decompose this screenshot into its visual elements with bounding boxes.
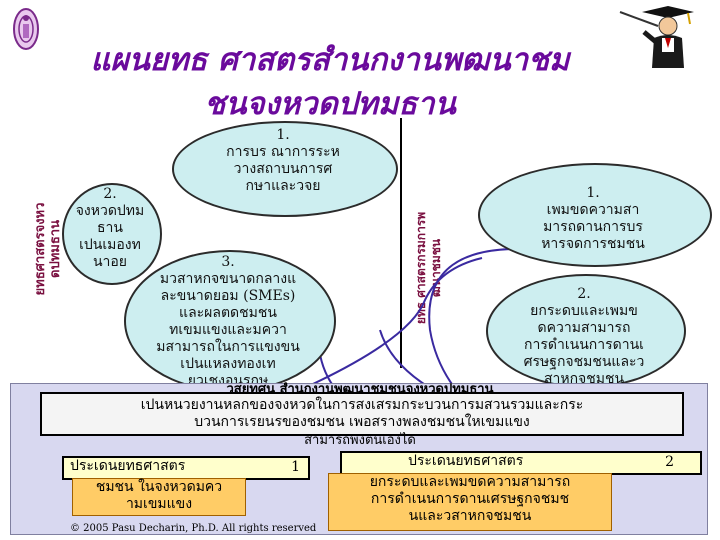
bubble-line: เปนเมองท [79,237,141,253]
bubble-line: 1. [586,185,600,201]
bubble-left-2-text: 2. จงหวดปทม ธาน เปนเมองท นาอย [64,186,156,271]
graduate-pointer-icon [618,2,708,74]
bubble-line: ศรษฐกจชมชนและว [523,354,645,370]
bubble-line: หารจดการชมชน [541,236,645,252]
bubble-line: การบร ณาการระห [226,144,340,160]
bubble-line: ดความสามารถ [537,320,631,336]
vision-line: บวนการเรยนรของชมชน เพอสรางพลงชมชนใหเขมแข… [194,414,530,430]
bubble-line: ละขนาดยอม (SMEs) [160,288,296,304]
page-title: แผนยทธ ศาสตรสำนกงานพฒนาชม [90,42,570,78]
strategy-1-body: ชมชน ในจงหวดมคว ามเขมแขง [72,478,246,516]
strategy-1-body-line: ามเขมแขง [125,496,193,512]
bubble-line: นาอย [92,254,128,270]
bubble-top-center [172,121,398,217]
bubble-line: และผลตดชมชน [179,305,277,321]
bubble-line: จงหวดปทม [75,203,145,219]
bubble-line: การดำเนนการดานเ [524,337,644,353]
bubble-line: ทเขมแขงและมควา [169,322,287,338]
strategy-2-header: ประเดนยทธศาสตร 2 [340,451,702,475]
bubble-line: ธาน [97,220,123,236]
bubble-line: เปนแหลงทองเท [180,356,276,372]
strategy-2-body-line: นและวสาหกจชมชน [408,508,532,524]
page-subtitle: ชนจงหวดปทมธาน [204,86,456,122]
bubble-left-3-text: 3. มวสาหกจขนาดกลางแ ละขนาดยอม (SMEs) และ… [130,254,326,390]
strategy-1-body-line: ชมชน ในจงหวดมคว [95,479,223,495]
strategy-1-header: ประเดนยทธศาสตร 1 [62,456,310,480]
bubble-right-2 [486,274,686,388]
bubble-line: 1. [276,127,290,143]
bubble-line: มวสาหกจขนาดกลางแ [159,271,297,287]
bubble-line: กษาและวจย [245,178,321,194]
bubble-line: 3. [221,254,235,270]
strategy-2-body-line: ยกระดบและเพมขดความสามารถ [369,474,571,490]
bubble-line: ยกระดบและเพมข [530,303,638,319]
strategy-2-body: ยกระดบและเพมขดความสามารถ การดำเนนการดานเ… [328,473,612,531]
vision-line: เปนหนวยงานหลกของจงหวดในการสงเสรมกระบวนกา… [140,397,584,413]
strategy-2-body-line: การดำเนนการดานเศรษฐกจชมช [370,491,570,507]
bubble-right-1-text: 1. เพมขดความสา มารถดานการบร หารจดการชมชน [498,185,688,253]
bubble-right-1 [478,163,712,267]
bubble-line: วางสถาบนการศ [233,161,333,177]
bubble-line: มารถดานการบร [543,219,643,235]
strategy-1-label: ประเดนยทธศาสตร [70,458,186,474]
bubble-top-center-text: 1. การบร ณาการระห วางสถาบนการศ กษาและวจย [192,127,374,195]
bubble-line: มสามารถในการแขงขน [156,339,300,355]
bubble-right-2-text: 2. ยกระดบและเพมข ดความสามารถ การดำเนนการ… [486,286,682,388]
vision-box: เปนหนวยงานหลกของจงหวดในการสงเสรมกระบวนกา… [40,392,684,436]
bubble-line: เพมขดความสา [546,202,640,218]
strategy-2-label: ประเดนยทธศาสตร [408,453,524,469]
vision-line-3: สามารถพงตนเองได [304,433,416,448]
bubble-line: 2. [103,186,117,202]
bubble-line: 2. [577,286,591,302]
bubble-left-2 [62,183,162,285]
center-divider [400,118,402,368]
strategy-1-number: 1 [291,459,300,475]
strategy-2-number: 2 [665,454,674,470]
university-seal-icon [10,6,42,52]
copyright-text: © 2005 Pasu Decharin, Ph.D. All rights r… [70,523,317,534]
